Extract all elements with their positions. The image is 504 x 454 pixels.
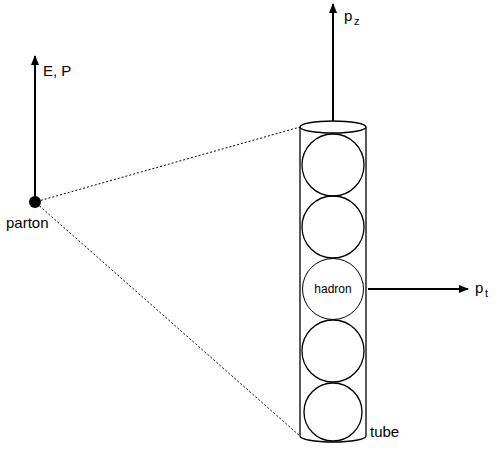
parton-dot: [29, 196, 41, 208]
tube-label: tube: [370, 424, 399, 439]
parton-label: parton: [6, 215, 49, 230]
pz-arrow: [332, 4, 334, 121]
pt-subscript: t: [485, 288, 488, 299]
projection-line: [41, 127, 300, 200]
tube-node: tubehadron: [300, 121, 366, 442]
pt-symbol: p: [475, 280, 483, 295]
pz-symbol: p: [344, 8, 352, 23]
momentum-arrow: [34, 56, 36, 200]
parton-node: parton: [29, 196, 41, 208]
hadron-label: hadron: [314, 283, 351, 295]
hadron-circle: hadron: [302, 258, 364, 320]
projection-line: [39, 206, 300, 436]
momentum-label: E, P: [43, 63, 71, 78]
pz-subscript: z: [354, 16, 360, 27]
pt-arrow: [368, 288, 468, 290]
tube-outline: [300, 121, 366, 442]
